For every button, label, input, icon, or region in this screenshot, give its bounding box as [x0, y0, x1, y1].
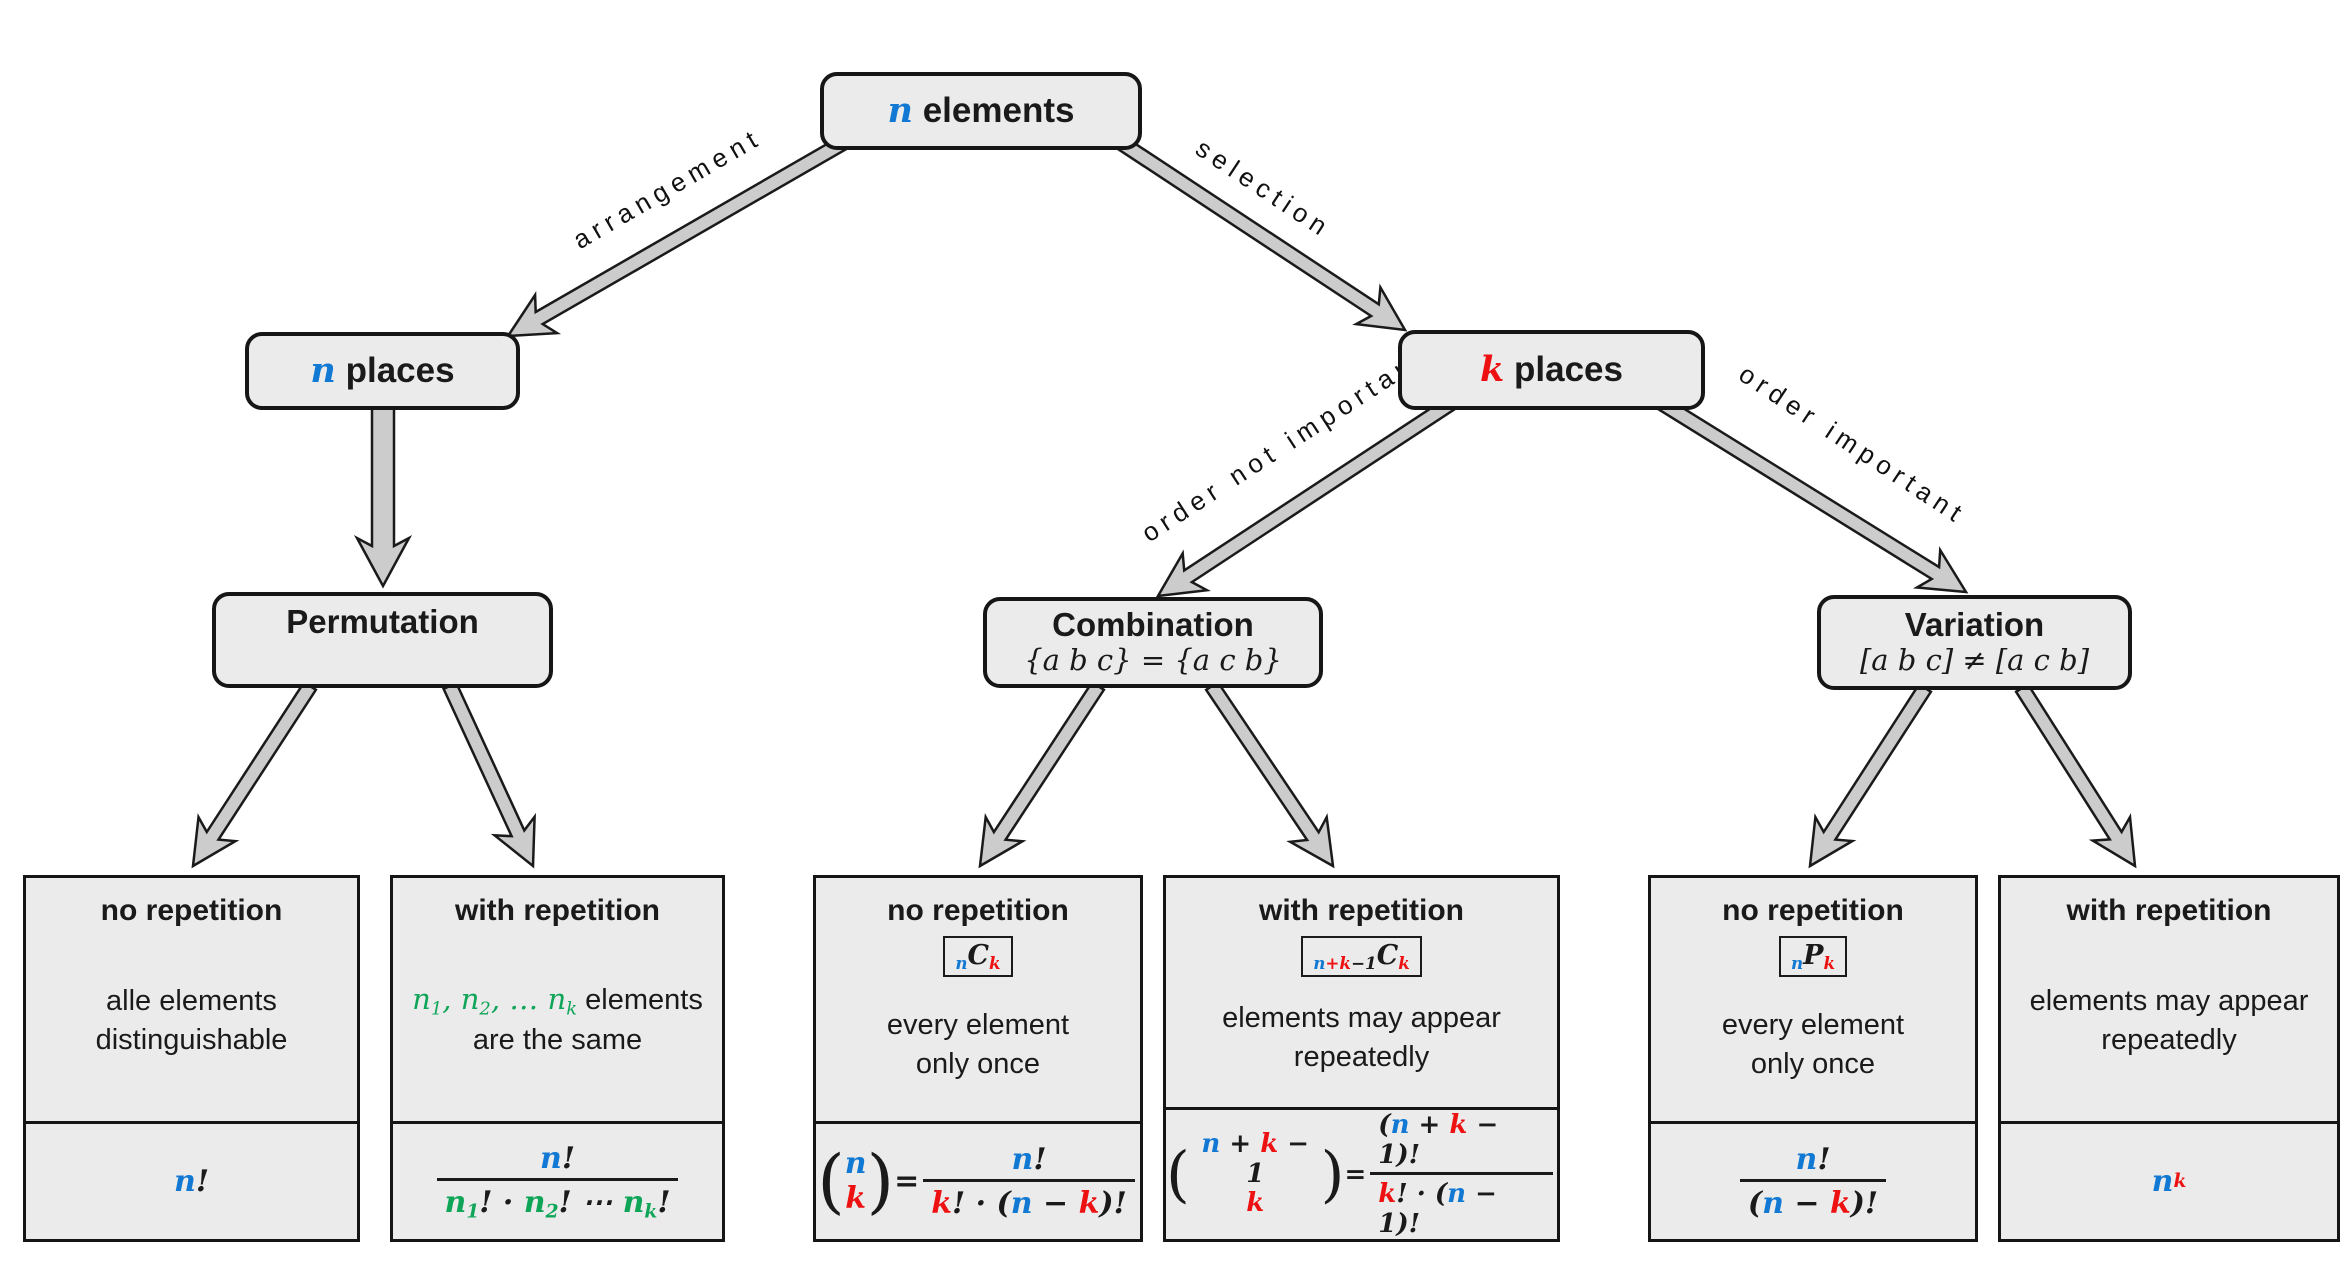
leaf-combination-no-repetition: no repetition nCk every element only onc…	[813, 875, 1143, 1242]
leaf-formula-section: n!(n − k)!	[1651, 1121, 1975, 1239]
description-line: repeatedly	[2101, 1023, 2237, 1056]
node-variation-subtitle: [a b c] ≠ [a c b]	[1859, 643, 2090, 678]
description-line: every element	[1721, 1009, 1905, 1042]
leaf-description-section: with repetition elements may appear repe…	[2001, 878, 2337, 1121]
leaf-description: every element only once	[887, 977, 1069, 1121]
leaf-description-section: no repetition nCk every element only onc…	[816, 878, 1140, 1121]
node-variation-title: Variation	[1904, 605, 2045, 643]
node-combination: Combination {a b c} = {a c b}	[983, 597, 1323, 688]
leaf-description: elements may appear repeatedly	[1222, 977, 1501, 1107]
description-line: elements may appear	[2029, 984, 2309, 1017]
symbol-badge-n+k-1Ck: n+k−1Ck	[1301, 936, 1422, 978]
description-line: are the same	[472, 1024, 643, 1057]
symbol-badge-nCk: nCk	[943, 936, 1013, 978]
description-line: alle elements	[106, 984, 277, 1017]
node-k-places: k places	[1398, 330, 1705, 410]
arrow-connector	[353, 402, 413, 589]
leaf-title: no repetition	[887, 894, 1069, 927]
description-line: only once	[915, 1048, 1041, 1080]
arrow-connector	[1654, 394, 1969, 594]
edge-label-order-important: order important	[1734, 358, 1973, 530]
formula: n!(n − k)!	[1736, 1142, 1890, 1221]
symbol-badge-nPk: nPk	[1778, 936, 1848, 978]
arrow-connector	[1204, 680, 1335, 869]
arrow-connector	[441, 681, 536, 869]
leaf-title: no repetition	[100, 894, 283, 927]
description-line: elements may appear	[1222, 1002, 1501, 1035]
description-line: every element	[886, 1009, 1070, 1042]
leaf-formula-section: n!	[26, 1121, 357, 1239]
node-combination-subtitle: {a b c} = {a c b}	[1024, 643, 1282, 678]
node-n-elements: n elements	[820, 72, 1142, 150]
leaf-title: with repetition	[2066, 894, 2272, 927]
description-line: n1, n2, … nk elements	[412, 982, 703, 1020]
node-permutation-title: Permutation	[286, 603, 479, 641]
node-k-places-title: k places	[1480, 348, 1623, 390]
leaf-formula-section: n!n1! · n2! ⋯ nk!	[393, 1121, 722, 1239]
leaf-description-section: no repetition alle elements distinguisha…	[26, 878, 357, 1121]
node-variation: Variation [a b c] ≠ [a c b]	[1817, 595, 2132, 690]
node-n-places: n places	[245, 332, 520, 410]
leaf-title: with repetition	[1259, 894, 1464, 927]
leaf-permutation-no-repetition: no repetition alle elements distinguisha…	[23, 875, 360, 1242]
leaf-title: with repetition	[455, 894, 660, 927]
formula: n!n1! · n2! ⋯ nk!	[433, 1141, 683, 1222]
arrow-connector	[978, 680, 1106, 869]
node-permutation: Permutation	[212, 592, 553, 688]
arrow-connector	[505, 132, 854, 338]
leaf-variation-with-repetition: with repetition elements may appear repe…	[1998, 875, 2340, 1242]
arrow-connector	[1155, 396, 1456, 598]
leaf-description: n1, n2, … nk elements are the same	[412, 928, 703, 1121]
node-n-elements-title: n elements	[887, 89, 1075, 131]
leaf-description: elements may appear repeatedly	[2030, 928, 2309, 1121]
leaf-description: alle elements distinguishable	[96, 928, 288, 1121]
arrow-connector	[191, 680, 318, 869]
arrow-connector	[1114, 134, 1408, 332]
node-n-places-title: n places	[310, 349, 455, 391]
leaf-variation-no-repetition: no repetition nPk every element only onc…	[1648, 875, 1978, 1242]
formula: n!	[174, 1164, 209, 1199]
leaf-description: every element only once	[1722, 977, 1904, 1121]
arrow-connector	[2014, 682, 2137, 869]
description-line: distinguishable	[95, 1023, 288, 1056]
arrow-shapes	[191, 132, 2137, 869]
leaf-combination-with-repetition: with repetition n+k−1Ck elements may app…	[1163, 875, 1560, 1242]
leaf-description-section: with repetition n1, n2, … nk elements ar…	[393, 878, 722, 1121]
arrow-connector	[1808, 682, 1933, 869]
description-line: repeatedly	[1293, 1041, 1430, 1073]
leaf-description-section: no repetition nPk every element only onc…	[1651, 878, 1975, 1121]
node-combination-title: Combination	[1052, 605, 1254, 643]
leaf-permutation-with-repetition: with repetition n1, n2, … nk elements ar…	[390, 875, 725, 1242]
leaf-description-section: with repetition n+k−1Ck elements may app…	[1166, 878, 1557, 1107]
description-line: only once	[1750, 1048, 1876, 1080]
leaf-title: no repetition	[1722, 894, 1904, 927]
